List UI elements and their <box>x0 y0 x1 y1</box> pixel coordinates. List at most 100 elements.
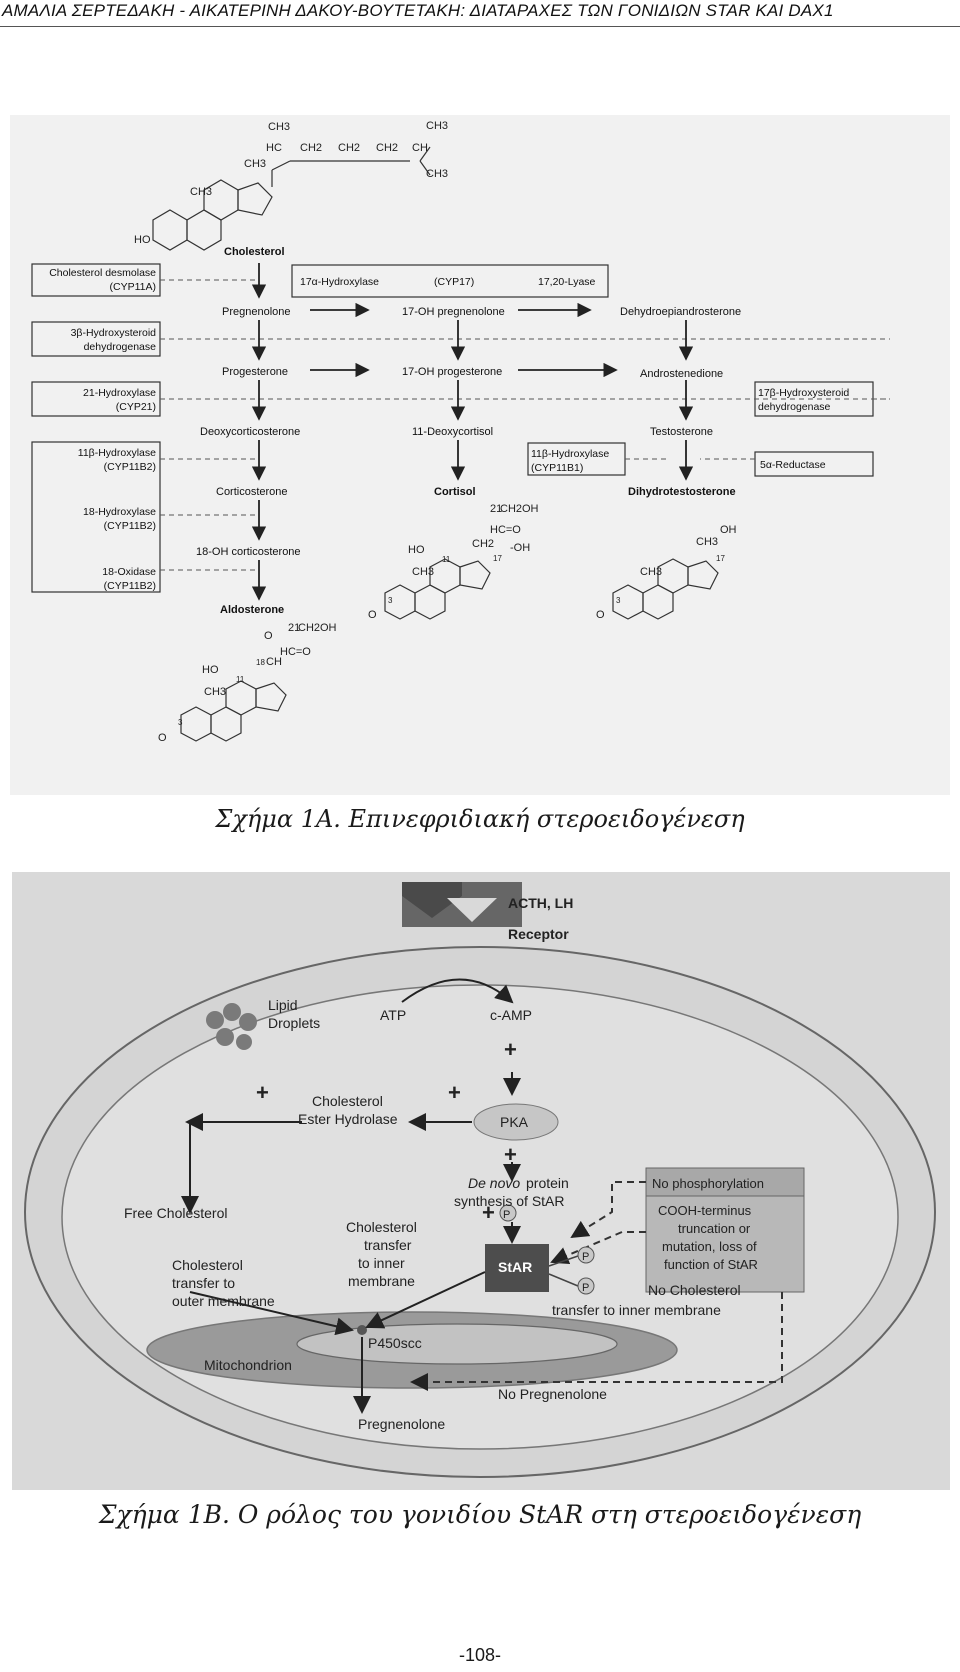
plus-pka: + <box>504 1142 517 1167</box>
camp-label: c-AMP <box>490 1007 532 1023</box>
oh18-corticosterone-label: 18-OH corticosterone <box>196 546 301 558</box>
chol-ch: CH <box>412 142 428 154</box>
cooh-line2: truncation or <box>678 1221 751 1236</box>
figure-1a-caption: Σχήμα 1Α. Επινεφριδιακή στεροειδογένεση <box>215 805 745 833</box>
chol-ch3-low: CH3 <box>190 186 212 198</box>
figure-1b-star-role: ACTH, LH Receptor Lipid Droplets ATP c-A… <box>12 872 950 1490</box>
cyp17-name: (CYP17) <box>434 276 474 288</box>
dhea-label: Dehydroepiandrosterone <box>620 306 741 318</box>
star-role-diagram: ACTH, LH Receptor Lipid Droplets ATP c-A… <box>24 882 936 1478</box>
chol-out-line1: Cholesterol <box>172 1257 243 1273</box>
corticosterone-label: Corticosterone <box>216 486 288 498</box>
cooh-line4: function of StAR <box>664 1257 758 1272</box>
dht-label: Dihydrotestosterone <box>628 486 736 498</box>
chol-hc: HC <box>266 142 282 154</box>
cortisol-n17: 17 <box>493 554 502 563</box>
figure-1a-steroidogenesis: CH3 CH3 CH3 HC CH2 CH2 CH2 CH CH3 CH3 HO… <box>10 115 950 795</box>
aldo-ch2oh: CH2OH <box>298 622 337 634</box>
dht-oh: OH <box>720 524 737 536</box>
cortisol-label: Cortisol <box>434 486 476 498</box>
pka-label: PKA <box>500 1114 529 1130</box>
cyp17-hydroxylase: 17α-Hydroxylase <box>300 276 379 288</box>
aldo-o: O <box>158 732 167 744</box>
b11b1-line1: 11β-Hydroxylase <box>531 448 609 460</box>
dht-ch3: CH3 <box>640 566 662 578</box>
testosterone-label: Testosterone <box>650 426 713 438</box>
hsd3b-line2: dehydrogenase <box>84 341 157 353</box>
dht-n17: 17 <box>716 554 725 563</box>
aldo-21: 21 <box>288 622 300 634</box>
b11b1-line2: (CYP11B1) <box>531 462 583 474</box>
cortisol-ho: HO <box>408 544 425 556</box>
cortisol-n3: 3 <box>388 596 393 605</box>
h18-line2: (CYP11B2) <box>104 520 156 532</box>
receptor-label: Receptor <box>508 926 569 942</box>
chol-ch3-mid: CH3 <box>244 158 266 170</box>
aldo-hco: HC=O <box>280 646 311 658</box>
cortisol-o: O <box>368 609 377 621</box>
pregnenolone-label: Pregnenolone <box>222 306 291 318</box>
ligand-label: ACTH, LH <box>508 895 573 911</box>
h18-line1: 18-Hydroxylase <box>83 506 156 518</box>
reductase-label: 5α-Reductase <box>760 459 826 471</box>
hsd17-line1: 17β-Hydroxysteroid <box>758 387 849 399</box>
oh17-progesterone-label: 17-OH progesterone <box>402 366 502 378</box>
aldo-n3: 3 <box>178 718 183 727</box>
p-circle-top: P <box>582 1251 589 1263</box>
cortisol-ch3: CH3 <box>412 566 434 578</box>
androstenedione-label: Androstenedione <box>640 368 723 380</box>
chol-out-line2: transfer to <box>172 1275 235 1291</box>
cyp17-lyase: 17,20-Lyase <box>538 276 596 288</box>
cooh-line1: COOH-terminus <box>658 1203 752 1218</box>
chol-tr-line1: Cholesterol <box>346 1219 417 1235</box>
plus-camp: + <box>504 1037 517 1062</box>
ceh-line1: Cholesterol <box>312 1093 383 1109</box>
plus-phospho: + <box>482 1200 495 1225</box>
preg-label: Pregnenolone <box>358 1416 445 1432</box>
cortisol-oh: -OH <box>510 542 530 554</box>
chol-ch3-right-bottom: CH3 <box>426 168 448 180</box>
desmolase-line1: Cholesterol desmolase <box>49 267 156 279</box>
denovo-protein: protein <box>526 1175 569 1191</box>
chol-ch3-top: CH3 <box>268 121 290 133</box>
no-preg-label: No Pregnenolone <box>498 1386 607 1402</box>
p-circle-bottom: P <box>582 1282 589 1294</box>
aldo-o-top: O <box>264 630 273 642</box>
oh17-pregnenolone-label: 17-OH pregnenolone <box>402 306 505 318</box>
aldo-n18: 18 <box>256 658 265 667</box>
aldo-ho: HO <box>202 664 219 676</box>
p-circle-label: P <box>503 1209 510 1221</box>
chol-tr-line4: membrane <box>348 1273 415 1289</box>
denovo-italic: De novo <box>468 1175 520 1191</box>
b11b2-line2: (CYP11B2) <box>104 461 156 473</box>
running-title: ΑΜΑΛΙΑ ΣΕΡΤΕΔΑΚΗ - ΑΙΚΑΤΕΡΙΝΗ ΔΑΚΟΥ-ΒΟΥΤ… <box>2 1 834 20</box>
no-phos-label: No phosphorylation <box>652 1176 764 1191</box>
cortisol-n11: 11 <box>442 555 451 564</box>
cholesterol-label: Cholesterol <box>224 246 285 258</box>
chol-ch2-b: CH2 <box>338 142 360 154</box>
running-header: ΑΜΑΛΙΑ ΣΕΡΤΕΔΑΚΗ - ΑΙΚΑΤΕΡΙΝΗ ΔΑΚΟΥ-ΒΟΥΤ… <box>0 0 960 27</box>
plus-lipid: + <box>256 1080 269 1105</box>
hsd3b-line1: 3β-Hydroxysteroid <box>71 327 157 339</box>
plus-ceh: + <box>448 1080 461 1105</box>
cyp21-line2: (CYP21) <box>116 401 156 413</box>
no-chol-line2: transfer to inner membrane <box>552 1302 721 1318</box>
figure-1b-caption: Σχήμα 1Β. Ο ρόλος του γονιδίου StAR στη … <box>98 1500 862 1529</box>
chol-ch2-c: CH2 <box>376 142 398 154</box>
cortisol-hco: HC=O <box>490 524 521 536</box>
lipid-line1: Lipid <box>268 997 298 1013</box>
chol-out-line3: outer membrane <box>172 1293 275 1309</box>
b11b2-line1: 11β-Hydroxylase <box>78 447 156 459</box>
chol-ho: HO <box>134 234 151 246</box>
ceh-line2: Ester Hydrolase <box>298 1111 398 1127</box>
cortisol-ch2oh: CH2OH <box>500 503 539 515</box>
denovo-line2: synthesis of StAR <box>454 1193 565 1209</box>
o18-line2: (CYP11B2) <box>104 580 156 592</box>
deoxycortisol-label: 11-Deoxycortisol <box>412 426 493 438</box>
cortisol-ch2: CH2 <box>472 538 494 550</box>
desmolase-line2: (CYP11A) <box>110 281 157 293</box>
p450-label: P450scc <box>368 1335 422 1351</box>
star-label: StAR <box>498 1259 532 1275</box>
cortisol-21: 21 <box>490 503 502 515</box>
cyp21-line1: 21-Hydroxylase <box>83 387 156 399</box>
